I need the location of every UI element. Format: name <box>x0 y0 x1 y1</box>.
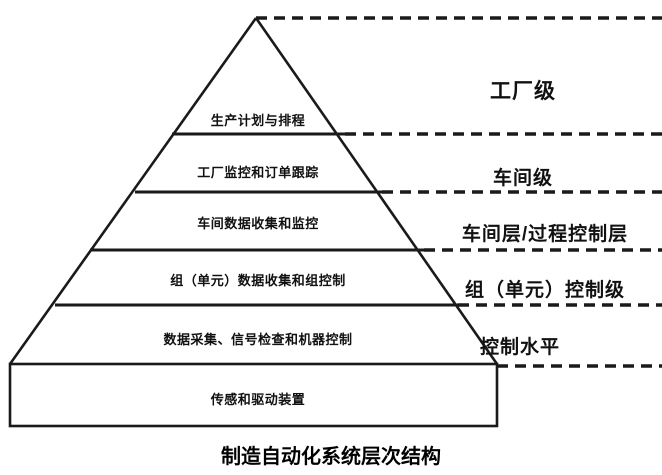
base-rectangle-group <box>8 362 499 428</box>
tier-label-cell-control: 组（单元）控制级 <box>464 280 625 301</box>
tier-label-control: 控制水平 <box>479 337 560 358</box>
tier-dashed-line-group <box>256 16 662 368</box>
layer-divider-group <box>55 132 458 307</box>
layer-label-sensor: 传感和驱动装置 <box>210 392 306 407</box>
tier-label-workshop: 车间级 <box>492 168 553 189</box>
layer-label-shopfloor: 车间数据收集和监控 <box>197 216 319 231</box>
diagram-caption: 制造自动化系统层次结构 <box>221 446 441 468</box>
sensor-layer-rectangle <box>8 362 499 428</box>
layer-label-planning: 生产计划与排程 <box>210 113 306 128</box>
layer-label-device: 数据采集、信号检查和机器控制 <box>163 332 353 347</box>
tier-label-factory: 工厂级 <box>490 80 556 103</box>
layer-label-monitoring: 工厂监控和订单跟踪 <box>197 165 319 180</box>
layer-label-cell: 组（单元）数据收集和组控制 <box>170 273 346 288</box>
tier-label-process: 车间层/过程控制层 <box>461 224 629 245</box>
